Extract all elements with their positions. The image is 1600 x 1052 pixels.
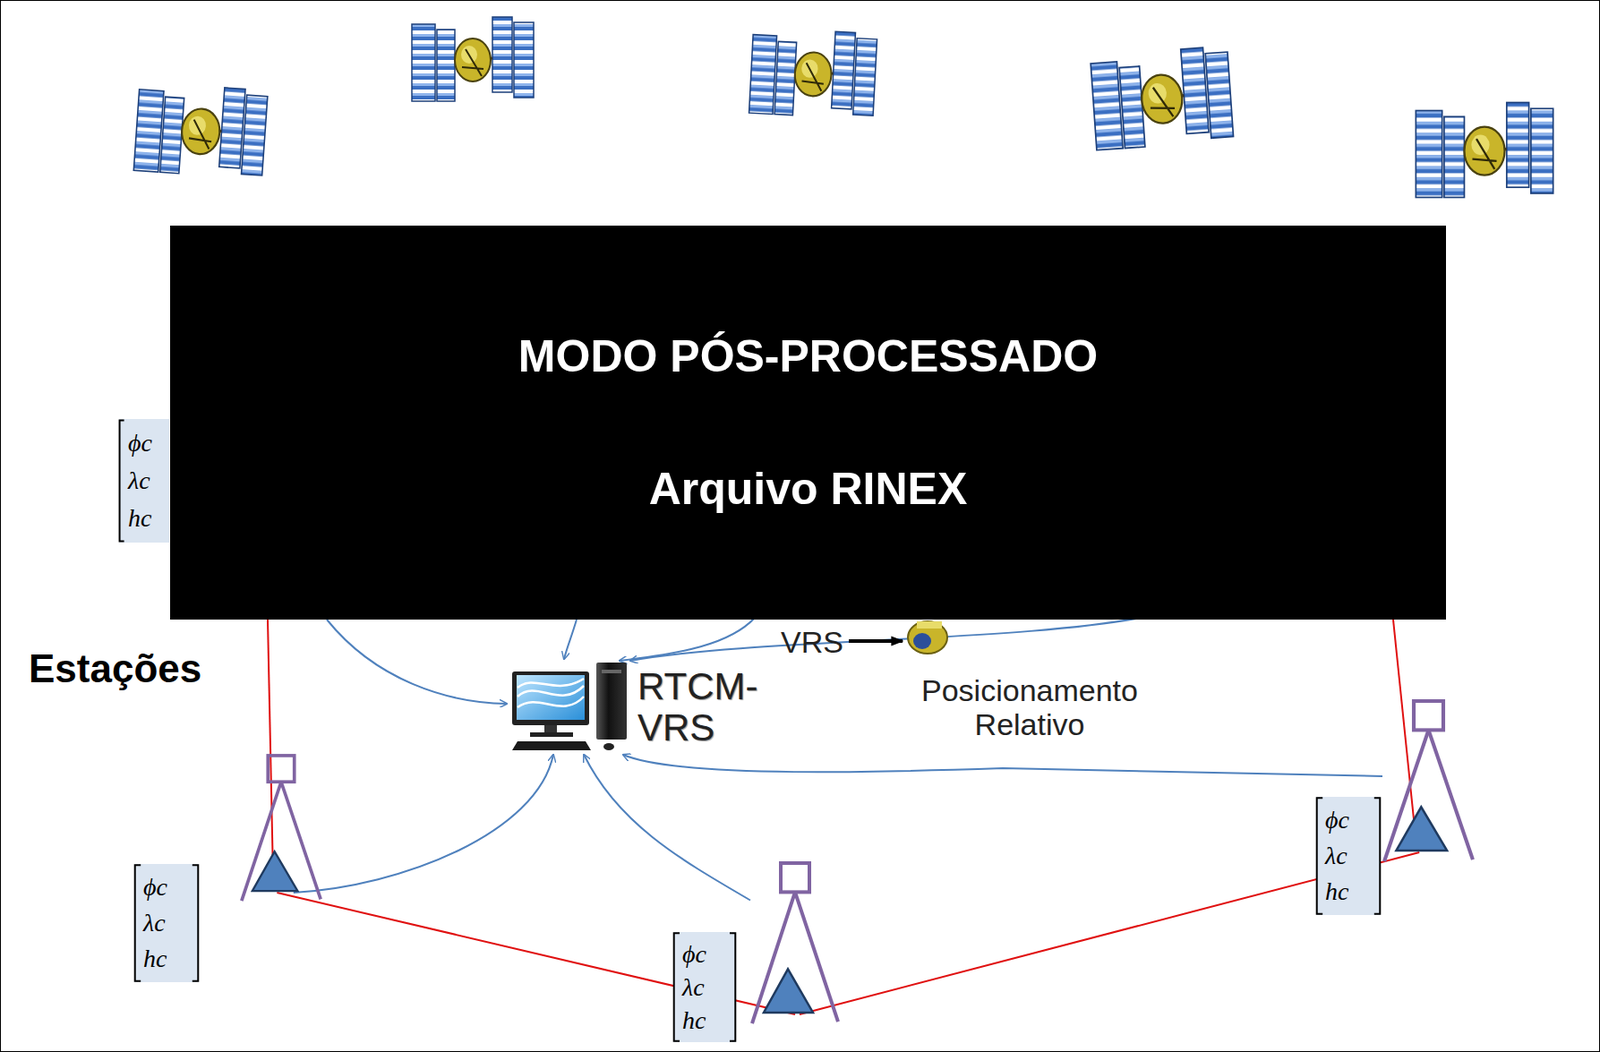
coordinate-entry: ϕc: [143, 869, 190, 906]
coordinate-entry: λc: [1325, 838, 1372, 874]
data-link: [583, 754, 751, 901]
satellites: [133, 17, 1553, 197]
server-node: RTCM-VRS: [510, 660, 634, 755]
vrs-receiver: [848, 621, 948, 654]
coordinate-matrix: ϕcλchc: [134, 864, 199, 983]
coordinate-entry: ϕc: [128, 424, 168, 463]
coordinate-matrix: ϕcλchc: [119, 419, 170, 543]
data-link: [293, 754, 554, 893]
station-node: ϕcλchc: [1382, 700, 1475, 853]
box-subtitle: Arquivo RINEX: [649, 462, 968, 515]
computer-icon: [510, 660, 634, 755]
server-label: RTCM-VRS: [637, 666, 781, 749]
tripod-symbol: [1382, 700, 1475, 853]
station-node: ϕcλchc: [750, 862, 840, 1015]
hidden-links: [267, 614, 1417, 876]
coordinate-entry: ϕc: [682, 937, 728, 971]
coordinate-entry: hc: [128, 499, 168, 538]
bracket-line: [135, 864, 199, 981]
overlay-box: MODO PÓS-PROCESSADO Arquivo RINEX: [170, 225, 1446, 620]
coordinate-entry: λc: [682, 970, 728, 1004]
tripod-symbol: [750, 862, 840, 1015]
method-label: Posicionamento Relativo: [890, 673, 1169, 742]
station-node: ϕcλchc: [239, 754, 323, 893]
coordinate-matrix: ϕcλchc: [673, 932, 736, 1043]
coordinate-entry: hc: [1325, 873, 1372, 910]
tripod-symbol: [239, 754, 323, 893]
group-label: Estações: [28, 646, 244, 692]
coordinate-entry: hc: [682, 1003, 728, 1037]
coordinate-entry: λc: [128, 462, 168, 500]
coordinate-entry: hc: [143, 941, 190, 977]
coordinate-entry: ϕc: [1325, 802, 1372, 839]
box-title: MODO PÓS-PROCESSADO: [518, 330, 1098, 383]
data-link: [623, 754, 1383, 777]
coordinate-matrix: ϕcλchc: [1316, 796, 1381, 916]
coordinate-entry: λc: [143, 905, 190, 942]
bracket-line: [119, 419, 125, 541]
bracket-line: [674, 932, 736, 1042]
bracket-line: [1317, 797, 1381, 914]
vrs-label: VRS: [780, 624, 848, 660]
